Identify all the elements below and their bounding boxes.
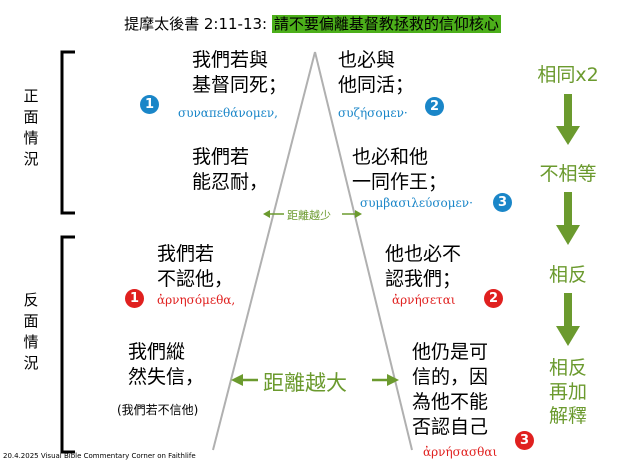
footer-credit: 20.4.2025 Visual Bible Commentary Corner…: [3, 452, 196, 460]
clause2-right-text: 也必和他 一同作王；: [352, 146, 448, 193]
arrow-head-3: [556, 326, 580, 346]
arrow-head-1: [556, 126, 580, 145]
clause2-right-greek: συμβασιλεύσομεν·: [360, 196, 473, 210]
right-column-arrows: [556, 94, 580, 346]
clause4-right-text: 他仍是可 信的，因 為他不能 否認自己: [412, 341, 489, 438]
right-label-opposite: 相反: [548, 264, 587, 286]
arrow-shaft-2: [564, 192, 572, 225]
section-label-positive: 正面情況: [23, 87, 39, 168]
clause3-right-greek: ἀρνήσεται: [392, 293, 456, 307]
clause4-left-text: 我們縱 然失信，: [128, 341, 205, 388]
right-label-same-x2: 相同x2: [537, 64, 599, 86]
arrow-shaft-1: [564, 94, 572, 126]
clause3-right-number-badge: 2: [484, 289, 503, 308]
clause4-right-greek: ἀρνήσασθαι: [423, 445, 498, 459]
clause1-number-badge: 1: [140, 95, 159, 114]
title-highlight: 請不要偏離基督教拯救的信仰核心: [271, 15, 501, 33]
triangle-outline: [212, 51, 413, 451]
clause3-left-text: 我們若 不認他，: [157, 243, 234, 290]
clause3-right-text: 他也必不 認我們；: [385, 243, 462, 290]
clause3-left-greek: ἀρνησόμεθα,: [157, 293, 236, 307]
clause1-left-greek: συναπεθάνομεν,: [178, 106, 278, 120]
right-label-opposite-explained: 相反 再加 解釋: [548, 357, 587, 427]
clause2-left-text: 我們若 能忍耐，: [192, 146, 269, 193]
clause1-right-text: 也必與 他同活；: [338, 49, 415, 96]
triangle-right-side: [314, 51, 413, 451]
clause1-right-greek: συζήσομεν·: [338, 106, 408, 120]
clause2-number-badge: 3: [493, 193, 512, 212]
positive-bracket: [60, 50, 75, 215]
clause4-left-note: (我們若不信他): [117, 403, 199, 417]
clause1-left-text: 我們若與 基督同死；: [192, 49, 288, 96]
section-label-negative: 反面情況: [23, 291, 39, 372]
blue-badge-2: 2: [425, 97, 444, 116]
distance-small-arrows: [263, 210, 362, 218]
title-prefix: 提摩太後書 2:11-13:: [124, 15, 272, 33]
page-title: 提摩太後書 2:11-13: 請不要偏離基督教拯救的信仰核心: [0, 13, 625, 34]
clause3-number-badge: 1: [125, 289, 144, 308]
distance-large-label: 距離越大: [263, 371, 347, 395]
arrow-head-2: [556, 225, 580, 245]
clause4-number-badge: 3: [515, 431, 534, 450]
distance-large-arrows: [231, 374, 399, 386]
arrow-shaft-3: [564, 293, 572, 326]
distance-small-label: 距離越少: [287, 209, 331, 222]
negative-bracket: [60, 235, 75, 454]
right-label-not-equal: 不相等: [539, 163, 597, 185]
triangle-left-side: [212, 51, 316, 451]
